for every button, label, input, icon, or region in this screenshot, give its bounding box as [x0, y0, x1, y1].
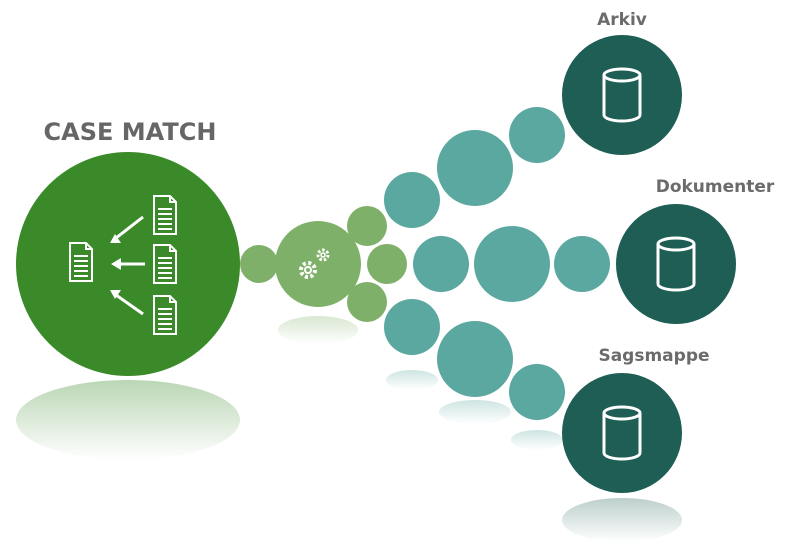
- target-dokumenter: Dokumenter: [616, 177, 775, 324]
- bubble-lower-3: [509, 364, 565, 420]
- document-icon: [153, 295, 177, 335]
- document-icon: [69, 242, 93, 282]
- case-match-circle: [16, 152, 240, 376]
- bubble-middle-3: [554, 236, 610, 292]
- bubble-light-green-bottom: [347, 282, 387, 322]
- main-circle-reflection: [16, 380, 240, 460]
- document-icon: [153, 195, 177, 235]
- target-circle: [616, 204, 736, 324]
- connector-bubble: [240, 245, 278, 283]
- target-arkiv: Arkiv: [562, 10, 682, 155]
- database-icon: [656, 236, 696, 292]
- hub-circle: [275, 221, 361, 307]
- arrow-icon: [110, 215, 144, 243]
- target-circle: [562, 35, 682, 155]
- bubble-middle-2: [474, 226, 550, 302]
- hub-reflection: [278, 316, 358, 344]
- bubble-middle-1: [413, 236, 469, 292]
- arrow-icon: [110, 290, 144, 316]
- gears-icon: [299, 248, 330, 279]
- bubble-upper-3: [509, 107, 565, 163]
- bubble-upper-2: [437, 130, 513, 206]
- document-icon: [153, 244, 177, 284]
- sagsmappe-reflection: [562, 498, 682, 542]
- target-sagsmappe: Sagsmappe: [562, 346, 710, 493]
- bubble-upper-1: [384, 172, 440, 228]
- reflections: [16, 316, 682, 542]
- bubble-lower-2: [437, 321, 513, 397]
- bubble-reflection-1: [386, 370, 438, 390]
- database-icon: [602, 405, 642, 461]
- page-title: CASE MATCH: [44, 118, 217, 146]
- bubble-reflection-3: [511, 430, 563, 450]
- bubble-lower-1: [384, 299, 440, 355]
- target-circle: [562, 373, 682, 493]
- hub: [275, 221, 361, 307]
- target-label: Dokumenter: [656, 177, 775, 197]
- database-icon: [602, 67, 642, 123]
- bubble-light-green-top: [347, 206, 387, 246]
- bubble-reflection-2: [439, 400, 511, 424]
- arrow-icon: [111, 258, 145, 270]
- target-label: Sagsmappe: [598, 346, 709, 366]
- bubble-light-green-mid: [367, 244, 407, 284]
- target-label: Arkiv: [597, 10, 647, 30]
